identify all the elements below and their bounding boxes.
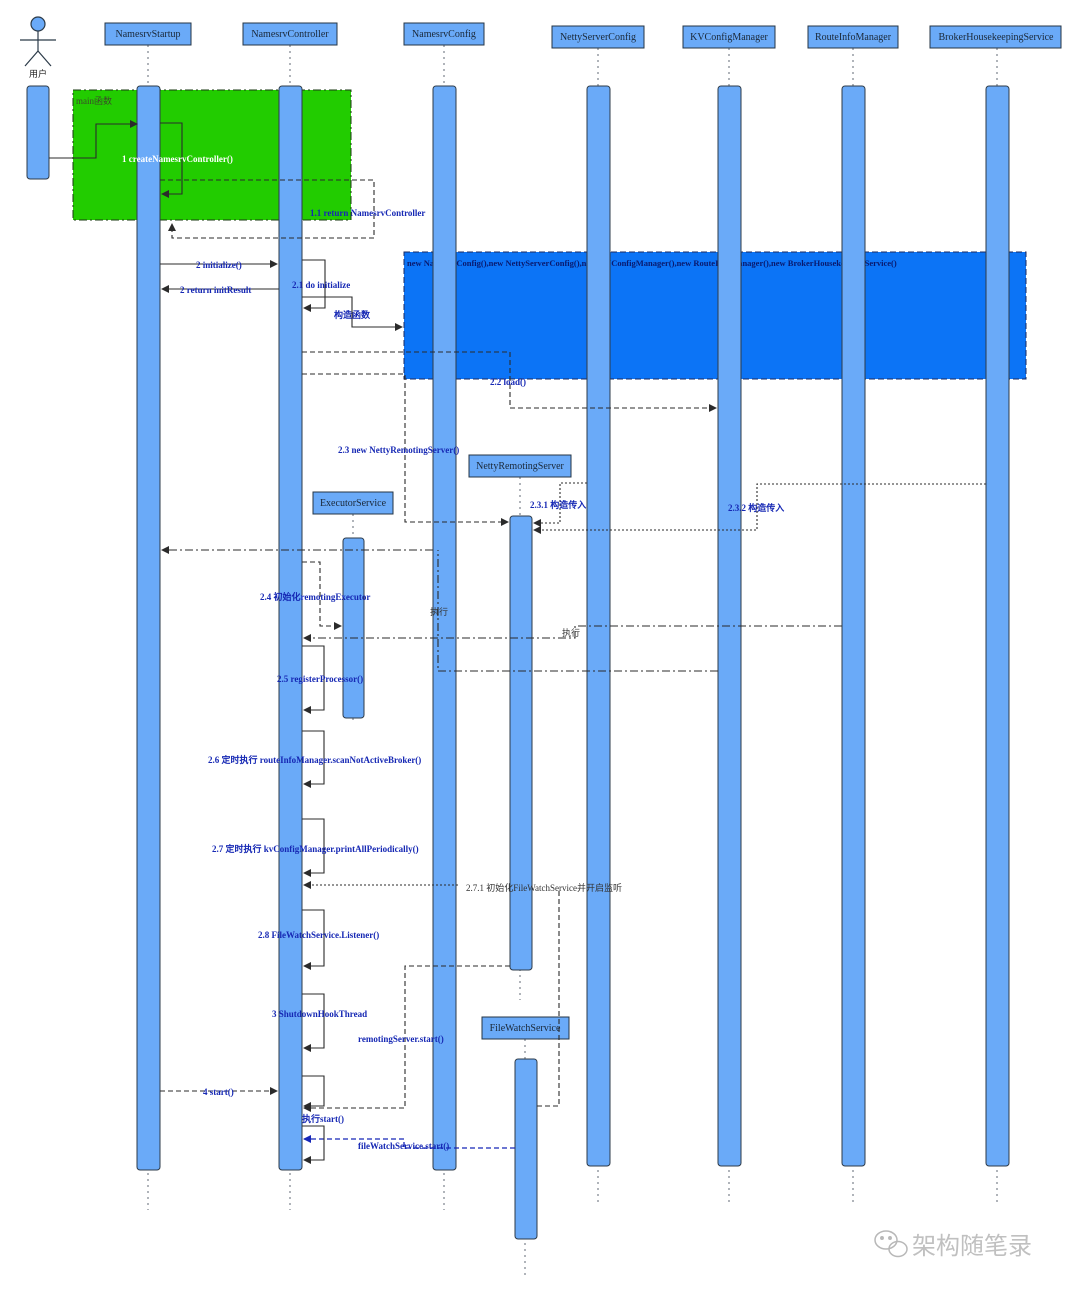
- msg-exec-2-label: 执行: [562, 627, 580, 638]
- msg-2-2-label: 2.2 load(): [490, 377, 526, 387]
- msg-ctor-label: 构造函数: [334, 309, 371, 320]
- activation-filewatchservice: [514, 1058, 538, 1240]
- msg-1-1-label: 1.1 return NamesrvController: [310, 208, 425, 218]
- msg-2-4-label: 2.4 初始化remotingExecutor: [260, 591, 370, 602]
- participant-routeinfomanager: RouteInfoManager: [807, 25, 899, 49]
- msg-3-label: 3 ShutdownHookThread: [272, 1009, 367, 1019]
- msg-2-3-1-label: 2.3.1 构造传入: [530, 499, 586, 510]
- message-arrows: [49, 120, 986, 1164]
- msg-2-6-label: 2.6 定时执行 routeInfoManager.scanNotActiveB…: [208, 754, 421, 765]
- msg-2-3-2-label: 2.3.2 构造传入: [728, 502, 784, 513]
- wechat-icon: [874, 1230, 908, 1258]
- msg-2-5-label: 2.5 registerProcessor(): [277, 674, 363, 684]
- participant-label: NamesrvStartup: [116, 29, 181, 40]
- main-frame-label: main函数: [76, 95, 112, 106]
- msg-fws-start-label: fileWatchService.start(): [358, 1141, 449, 1151]
- actor-activation: [26, 85, 50, 180]
- participant-kvconfigmanager: KVConfigManager: [682, 25, 776, 49]
- participant-label: NamesrvController: [251, 29, 329, 40]
- participant-label: FileWatchService: [490, 1023, 561, 1034]
- activation-executorservice: [342, 537, 365, 719]
- participant-label: NamesrvConfig: [412, 29, 476, 40]
- msg-2-return-label: 2 return initResult: [180, 285, 251, 295]
- message-labels: 1 createNamesrvController() 1.1 return N…: [122, 154, 784, 1151]
- participant-label: RouteInfoManager: [815, 32, 892, 43]
- participant-filewatchservice: FileWatchService: [481, 1016, 570, 1040]
- msg-2-7-1-label: 2.7.1 初始化FileWatchService并开启监听: [466, 882, 622, 893]
- msg-1-label: 1 createNamesrvController(): [122, 154, 233, 164]
- msg-exec-start-label: 执行start(): [302, 1113, 344, 1124]
- constructor-note: [403, 251, 1027, 380]
- participant-label: ExecutorService: [320, 498, 387, 509]
- stick-figure-actor-icon: [20, 16, 56, 67]
- activation-namesrvconfig: [432, 85, 457, 1171]
- constructor-note-text: new NamesrvConfig(),new NettyServerConfi…: [407, 258, 897, 268]
- activation-namesrvcontroller: [278, 85, 303, 1171]
- participant-nettyserverconfig: NettyServerConfig: [551, 25, 645, 49]
- msg-2-8-label: 2.8 FileWatchService.Listener(): [258, 930, 379, 940]
- participant-headers: NamesrvStartup NamesrvController Namesrv…: [104, 22, 1062, 1040]
- activation-brokerhousekeepingservice: [985, 85, 1010, 1167]
- msg-remoting-start-label: remotingServer.start(): [358, 1034, 444, 1044]
- actor-user: 用户: [20, 16, 56, 180]
- participant-brokerhousekeepingservice: BrokerHousekeepingService: [929, 25, 1062, 49]
- main-frame: [72, 89, 352, 221]
- participant-executorservice: ExecutorService: [312, 491, 394, 515]
- participant-label: KVConfigManager: [690, 32, 768, 43]
- participant-label: BrokerHousekeepingService: [939, 32, 1055, 43]
- activation-namesrvstartup: [136, 85, 161, 1171]
- participant-namesrvconfig: NamesrvConfig: [403, 22, 485, 46]
- actor-label: 用户: [29, 68, 47, 79]
- participant-namesrvstartup: NamesrvStartup: [104, 22, 192, 46]
- activation-nettyremotingserver: [509, 515, 533, 971]
- participant-nettyremotingserver: NettyRemotingServer: [468, 454, 572, 478]
- msg-2-1-label: 2.1 do initialize: [292, 280, 350, 290]
- participant-namesrvcontroller: NamesrvController: [242, 22, 338, 46]
- msg-4-label: 4 start(): [203, 1087, 234, 1097]
- activation-routeinfomanager: [841, 85, 866, 1167]
- participant-label: NettyServerConfig: [560, 32, 636, 43]
- watermark-text: 架构随笔录: [912, 1232, 1032, 1260]
- msg-2-label: 2 initialize(): [196, 260, 242, 270]
- msg-2-7-label: 2.7 定时执行 kvConfigManager.printAllPeriodi…: [212, 843, 419, 854]
- participant-label: NettyRemotingServer: [476, 461, 564, 472]
- watermark: 架构随笔录: [874, 1230, 1032, 1260]
- msg-exec-1-label: 执行: [430, 606, 448, 617]
- msg-2-3-label: 2.3 new NettyRemotingServer(): [338, 445, 459, 455]
